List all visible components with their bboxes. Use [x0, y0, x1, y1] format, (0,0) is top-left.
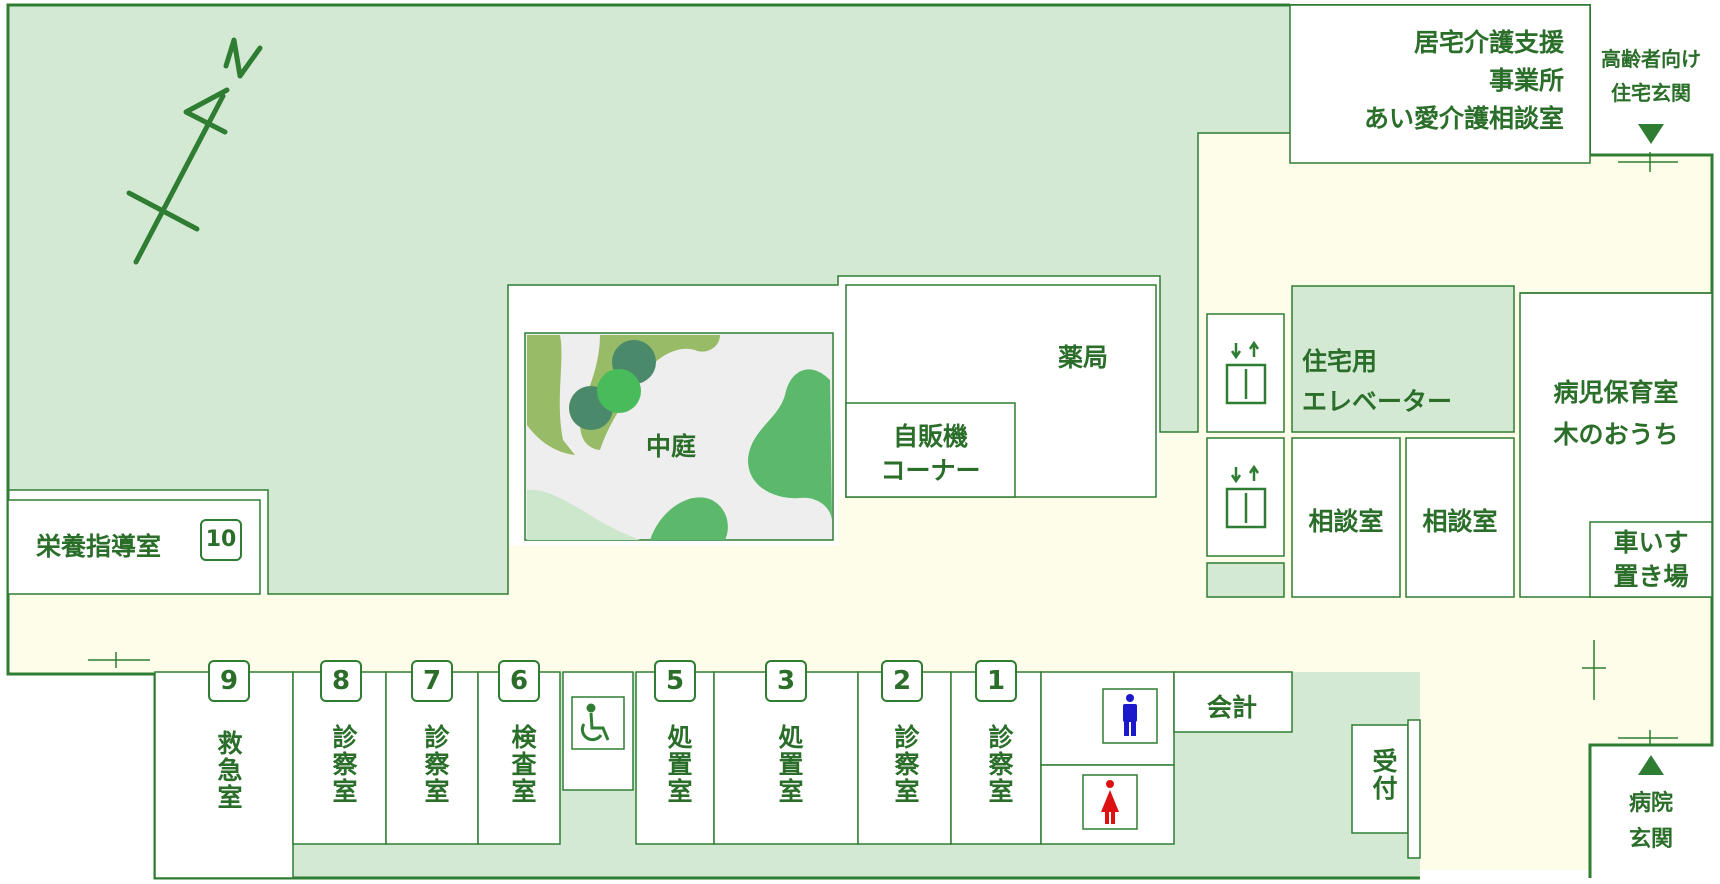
consult-room-1-label: 相談室 — [1308, 507, 1384, 536]
room-number-6: 6 — [498, 660, 540, 702]
consult-room-1[interactable] — [1291, 437, 1401, 598]
room-number-1: 1 — [975, 660, 1017, 702]
sick-child-label: 病児保育室 木のおうち — [1553, 378, 1679, 449]
room-number-9: 9 — [208, 660, 250, 702]
residential-elevator-label: 住宅用 エレベーター — [1302, 347, 1453, 416]
consult-room-2[interactable] — [1405, 437, 1515, 598]
elderly-entrance-label: 高齢者向け 住宅玄関 — [1601, 47, 1701, 105]
cashier-label: 会計 — [1207, 693, 1258, 722]
hospital-entrance-label: 病院 玄関 — [1628, 791, 1673, 852]
vending-label: 自販機 コーナー — [880, 422, 981, 485]
room-number-10: 10 — [200, 519, 242, 561]
hospital-entrance-arrow-icon — [1638, 755, 1664, 775]
care-support-office[interactable] — [1289, 4, 1591, 164]
courtyard — [524, 332, 834, 541]
elevator-icon — [1225, 464, 1267, 529]
care-support-label: 居宅介護支援 事業所 あい愛介護相談室 — [1363, 28, 1564, 133]
courtyard-label: 中庭 — [646, 432, 697, 461]
exam-2-label: 診察室 — [891, 724, 920, 805]
restroom-female-area[interactable] — [1040, 764, 1175, 845]
room-number-7: 7 — [411, 660, 453, 702]
emergency-room[interactable] — [154, 671, 294, 879]
north-compass-icon — [126, 37, 263, 265]
outer-wall-east — [1588, 153, 1714, 878]
cashier-counter[interactable] — [1173, 671, 1293, 733]
wheelchair-storage-label: 車いす 置き場 — [1613, 528, 1689, 591]
elderly-entrance-arrow-icon — [1638, 124, 1664, 144]
outer-wall — [6, 3, 1420, 880]
male-restroom-icon — [1123, 694, 1137, 736]
lab-6-label: 検査室 — [508, 724, 537, 805]
treatment-3-label: 処置室 — [775, 724, 804, 805]
wheelchair-icon — [580, 703, 610, 742]
door-marks — [88, 152, 1678, 746]
outdoor-area — [8, 5, 1290, 594]
room-number-3: 3 — [765, 660, 807, 702]
elevator-icon — [1225, 340, 1267, 405]
reception-label: 受付 — [1369, 748, 1398, 802]
vending-corner[interactable] — [845, 402, 1016, 498]
female-restroom-icon — [1101, 780, 1119, 824]
exam-1-label: 診察室 — [985, 724, 1014, 805]
reception-desk — [1407, 719, 1421, 859]
residential-elevator-hall[interactable] — [1291, 285, 1515, 433]
emergency-label: 救急室 — [214, 730, 243, 811]
exam-8-label: 診察室 — [329, 724, 358, 805]
outdoor-edge — [8, 132, 1290, 595]
room-number-8: 8 — [320, 660, 362, 702]
exam-7-label: 診察室 — [421, 724, 450, 805]
room-number-5: 5 — [654, 660, 696, 702]
pharmacy-label: 薬局 — [1058, 343, 1109, 372]
consult-room-2-label: 相談室 — [1422, 507, 1498, 536]
corridor — [8, 133, 1712, 870]
nutrition-label: 栄養指導室 — [36, 532, 162, 561]
treatment-5-label: 処置室 — [664, 724, 693, 805]
storage-small — [1206, 562, 1285, 598]
room-number-2: 2 — [881, 660, 923, 702]
wheelchair-storage[interactable] — [1589, 521, 1713, 598]
wheelchair-icon-box — [571, 696, 625, 750]
